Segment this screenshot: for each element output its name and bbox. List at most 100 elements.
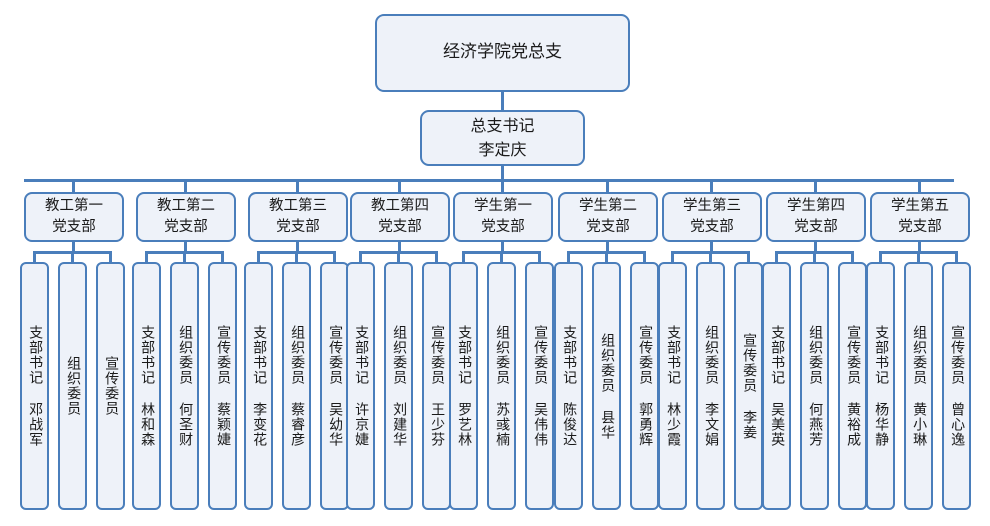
branch-title-line1: 教工第一 — [45, 197, 103, 214]
connector-branch-8-member-1-drop — [775, 251, 778, 263]
member-card[interactable]: 支部书记 罗艺林 — [449, 262, 478, 510]
connector-bus-to-branch-5 — [501, 179, 504, 194]
branch-node-5[interactable]: 学生第一 党支部 — [453, 192, 553, 242]
member-card[interactable]: 宣传委员 王少芬 — [422, 262, 451, 510]
branch-title-line1: 学生第一 — [474, 197, 532, 214]
connector-branch-3-member-3-drop — [333, 251, 336, 263]
member-card[interactable]: 组织委员 黄小琳 — [904, 262, 933, 510]
member-card[interactable]: 支部书记 吴美英 — [762, 262, 791, 510]
branch-node-7[interactable]: 学生第三 党支部 — [662, 192, 762, 242]
connector-branch-3-member-2-drop — [295, 251, 298, 263]
branch-title-line1: 学生第三 — [683, 197, 741, 214]
branch-title-line2: 党支部 — [794, 219, 838, 235]
connector-branch-6-member-2-drop — [605, 251, 608, 263]
member-card[interactable]: 宣传委员 蔡颖婕 — [208, 262, 237, 510]
connector-branch-1-member-3-drop — [109, 251, 112, 263]
connector-branch-4-member-1-drop — [359, 251, 362, 263]
connector-root-to-secretary — [501, 92, 504, 110]
secretary-role: 总支书记 — [470, 116, 535, 135]
branch-node-4[interactable]: 教工第四 党支部 — [350, 192, 450, 242]
connector-branch-4-member-3-drop — [435, 251, 438, 263]
secretary-node[interactable]: 总支书记 李定庆 — [420, 110, 585, 166]
connector-branch-3-stem — [296, 242, 299, 252]
branch-title-line1: 教工第四 — [371, 197, 429, 214]
branch-title-line2: 党支部 — [586, 219, 630, 235]
connector-branch-5-member-2-drop — [500, 251, 503, 263]
connector-bus-to-branch-9 — [918, 179, 921, 194]
branch-title-line2: 党支部 — [898, 219, 942, 235]
connector-branch-5-member-3-drop — [538, 251, 541, 263]
connector-branch-bus — [24, 179, 954, 182]
connector-branch-7-member-3-drop — [747, 251, 750, 263]
connector-branch-9-member-2-drop — [917, 251, 920, 263]
branch-node-2[interactable]: 教工第二 党支部 — [136, 192, 236, 242]
connector-branch-9-stem — [918, 242, 921, 252]
member-card[interactable]: 宣传委员 曾心逸 — [942, 262, 971, 510]
connector-branch-5-member-1-drop — [462, 251, 465, 263]
connector-branch-7-member-1-drop — [671, 251, 674, 263]
member-card[interactable]: 组织委员 — [58, 262, 87, 510]
member-card[interactable]: 组织委员 李文娟 — [696, 262, 725, 510]
connector-branch-1-stem — [72, 242, 75, 252]
member-card[interactable]: 宣传委员 吴幼华 — [320, 262, 349, 510]
member-card[interactable]: 宣传委员 吴伟伟 — [525, 262, 554, 510]
connector-branch-1-member-1-drop — [33, 251, 36, 263]
connector-branch-2-member-1-drop — [145, 251, 148, 263]
branch-title-line2: 党支部 — [690, 219, 734, 235]
branch-title-line1: 学生第四 — [787, 197, 845, 214]
branch-title-line1: 教工第三 — [269, 197, 327, 214]
branch-title-line1: 教工第二 — [157, 197, 215, 214]
connector-branch-1-member-2-drop — [71, 251, 74, 263]
connector-branch-2-stem — [184, 242, 187, 252]
branch-title-line1: 学生第五 — [891, 197, 949, 214]
connector-bus-to-branch-3 — [296, 179, 299, 194]
branch-title-line2: 党支部 — [276, 219, 320, 235]
connector-bus-to-branch-8 — [814, 179, 817, 194]
member-card[interactable]: 组织委员 刘建华 — [384, 262, 413, 510]
branch-node-9[interactable]: 学生第五 党支部 — [870, 192, 970, 242]
branch-title-line2: 党支部 — [378, 219, 422, 235]
branch-title-line1: 学生第二 — [579, 197, 637, 214]
member-card[interactable]: 组织委员 何圣财 — [170, 262, 199, 510]
member-card[interactable]: 支部书记 许京婕 — [346, 262, 375, 510]
connector-branch-8-member-2-drop — [813, 251, 816, 263]
branch-node-3[interactable]: 教工第三 党支部 — [248, 192, 348, 242]
member-card[interactable]: 宣传委员 李姜 — [734, 262, 763, 510]
member-card[interactable]: 组织委员 何燕芳 — [800, 262, 829, 510]
branch-node-1[interactable]: 教工第一 党支部 — [24, 192, 124, 242]
connector-bus-to-branch-2 — [184, 179, 187, 194]
connector-branch-8-stem — [814, 242, 817, 252]
member-card[interactable]: 支部书记 林少霞 — [658, 262, 687, 510]
member-card[interactable]: 支部书记 林和森 — [132, 262, 161, 510]
connector-branch-6-member-1-drop — [567, 251, 570, 263]
connector-branch-3-member-1-drop — [257, 251, 260, 263]
connector-branch-8-member-3-drop — [851, 251, 854, 263]
member-card[interactable]: 支部书记 陈俊达 — [554, 262, 583, 510]
member-card[interactable]: 宣传委员 黄裕成 — [838, 262, 867, 510]
connector-branch-9-member-3-drop — [955, 251, 958, 263]
connector-branch-5-stem — [501, 242, 504, 252]
connector-branch-6-stem — [606, 242, 609, 252]
member-card[interactable]: 支部书记 邓战军 — [20, 262, 49, 510]
member-card[interactable]: 组织委员 蔡睿彦 — [282, 262, 311, 510]
member-card[interactable]: 组织委员 县华 — [592, 262, 621, 510]
connector-branch-2-member-3-drop — [221, 251, 224, 263]
connector-branch-4-member-2-drop — [397, 251, 400, 263]
connector-bus-to-branch-4 — [398, 179, 401, 194]
member-card[interactable]: 支部书记 李变花 — [244, 262, 273, 510]
connector-branch-6-member-3-drop — [643, 251, 646, 263]
branch-title-line2: 党支部 — [52, 219, 96, 235]
branch-title-line2: 党支部 — [164, 219, 208, 235]
member-card[interactable]: 组织委员 苏彧楠 — [487, 262, 516, 510]
member-card[interactable]: 支部书记 杨华静 — [866, 262, 895, 510]
branch-node-6[interactable]: 学生第二 党支部 — [558, 192, 658, 242]
connector-branch-7-stem — [710, 242, 713, 252]
connector-bus-to-branch-7 — [710, 179, 713, 194]
branch-node-8[interactable]: 学生第四 党支部 — [766, 192, 866, 242]
member-card[interactable]: 宣传委员 — [96, 262, 125, 510]
connector-branch-2-member-2-drop — [183, 251, 186, 263]
member-card[interactable]: 宣传委员 郭勇辉 — [630, 262, 659, 510]
root-node-party-branch[interactable]: 经济学院党总支 — [375, 14, 630, 92]
connector-branch-9-member-1-drop — [879, 251, 882, 263]
